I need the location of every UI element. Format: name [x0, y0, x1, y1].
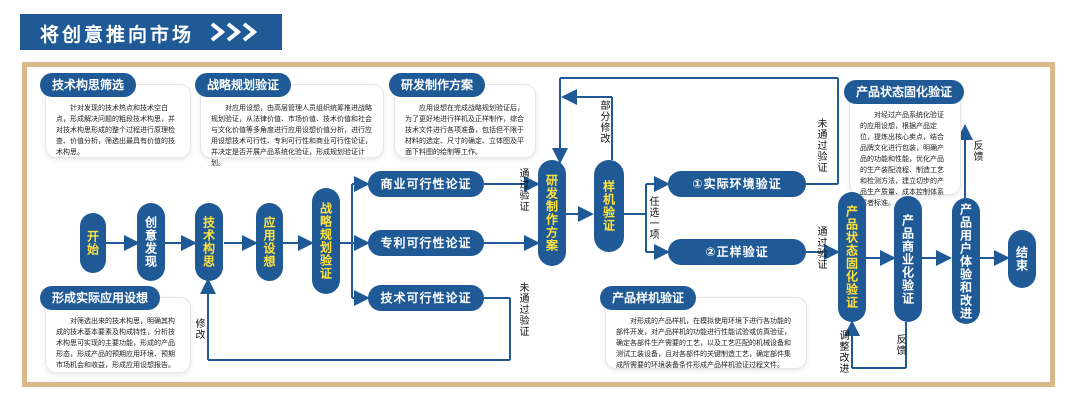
- node-end: 结束: [1008, 230, 1036, 288]
- tech-screen-box: 技术构思筛选 针对发现的技术热点和技术空白点，形成解决问题的粗段技术构思，并对技…: [40, 73, 190, 157]
- node-creative: 创意发现: [137, 203, 165, 281]
- label-fail2: 未通过验证: [815, 118, 826, 173]
- label-choose: 任选一项: [647, 196, 658, 240]
- triple-chevron-icon: [210, 22, 258, 42]
- strategy-box: 战略规划验证 对应用设想，由高层管理人员组织统筹推进战略规划验证，从法律价值、市…: [195, 73, 383, 167]
- env-verify-real: ①实际环境验证: [668, 171, 806, 197]
- strategy-text: 对应用设想，由高层管理人员组织统筹推进战略规划验证，从法律价值、市场价值、技术价…: [211, 104, 372, 167]
- feasibility-tech: 技术可行性论证: [368, 285, 484, 311]
- label-modify: 修改: [193, 318, 204, 340]
- rd-text: 应用设想在完成战略规划验证后，为了更好地进行样机及正样制作，综合技术文件进行各项…: [405, 104, 524, 156]
- header-banner: 将创意推向市场: [20, 14, 282, 50]
- product-solid-title: 产品状态固化验证: [844, 80, 965, 104]
- label-feedback: 反馈: [894, 334, 905, 356]
- sample-verify-text: 对形成的产品样机，在模拟使用环境下进行各功能的部件开发，对产品样机的功能进行性能…: [616, 317, 791, 369]
- page-title: 将创意推向市场: [40, 24, 195, 46]
- form-idea-box: 形成实际应用设想 对筛选出来的技术构思，明确其构成的技术基本要素及构成特性，分析…: [40, 286, 190, 372]
- rd-title: 研发制作方案: [389, 73, 486, 97]
- node-tech-idea: 技术构思: [195, 203, 223, 281]
- node-app-idea: 应用设想: [256, 203, 283, 281]
- label-pass: 通过验证: [517, 168, 528, 212]
- rd-box: 研发制作方案 应用设想在完成战略规划验证后，为了更好地进行样机及正样制作，综合技…: [389, 73, 535, 157]
- form-idea-text: 对筛选出来的技术构思，明确其构成的技术基本要素及构成特性，分析技术构思可实现的主…: [56, 317, 175, 369]
- label-adjust: 调整改进: [837, 330, 848, 374]
- node-product-solid: 产品状态固化验证: [838, 192, 866, 322]
- node-start: 开始: [80, 213, 106, 273]
- tech-screen-text: 针对发现的技术热点和技术空白点，形成解决问题的粗段技术构思，并对技术构思形成的整…: [56, 104, 175, 156]
- node-rd-plan: 研发制作方案: [538, 160, 566, 266]
- label-partial: 部分修改: [598, 100, 609, 144]
- sample-verify-title: 产品样机验证: [600, 286, 697, 310]
- tech-screen-title: 技术构思筛选: [40, 73, 137, 97]
- strategy-title: 战略规划验证: [195, 73, 292, 97]
- feasibility-patent: 专利可行性论证: [368, 230, 484, 256]
- label-fail: 未通过验证: [517, 282, 528, 337]
- node-commercial: 产品商业化验证: [894, 196, 922, 322]
- form-idea-title: 形成实际应用设想: [40, 286, 161, 310]
- product-solid-box: 产品状态固化验证 对经过产品系统化验证的应用设想，根据产品定位，提炼出核心卖点，…: [844, 80, 965, 207]
- product-solid-text: 对经过产品系统化验证的应用设想，根据产品定位，提炼出核心卖点，结合品牌文化进行包…: [860, 111, 944, 207]
- label-feedback2: 反馈: [971, 140, 982, 162]
- label-pass2: 通过验证: [815, 226, 826, 270]
- node-sample-check: 样机验证: [594, 160, 624, 252]
- feasibility-commercial: 商业可行性论证: [368, 171, 484, 197]
- node-user-exp: 产品用户体验和改进: [952, 198, 980, 324]
- env-verify-sample: ②正样验证: [668, 239, 806, 265]
- sample-verify-box: 产品样机验证 对形成的产品样机，在模拟使用环境下进行各功能的部件开发，对产品样机…: [600, 286, 806, 369]
- node-strategy-verify: 战略规划验证: [312, 188, 340, 294]
